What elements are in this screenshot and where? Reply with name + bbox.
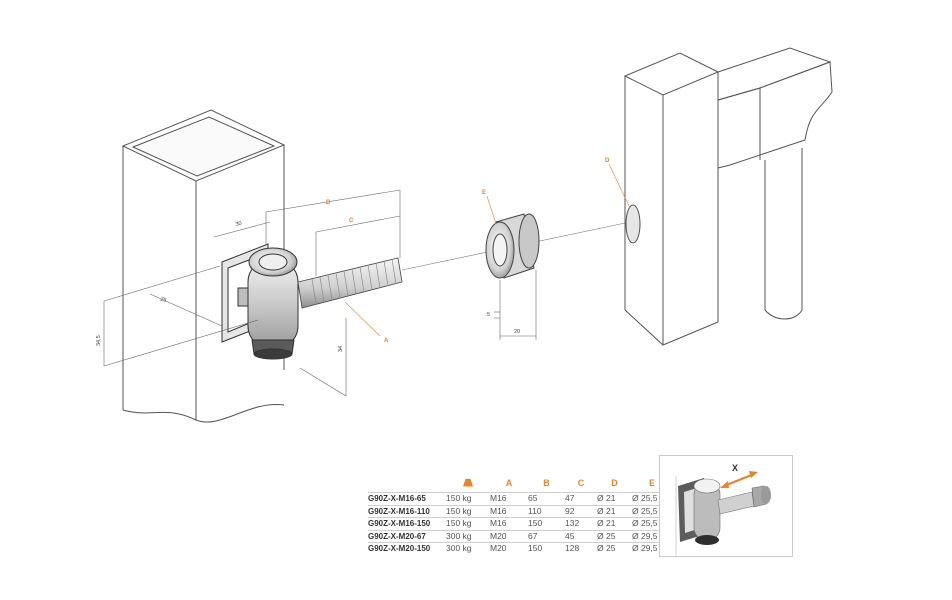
header-model bbox=[368, 477, 446, 493]
dim-34: 34 bbox=[338, 346, 344, 352]
d-cell: Ø 21 bbox=[597, 504, 632, 518]
model-cell: G90Z-X-M16-150 bbox=[368, 517, 446, 531]
dim-30: 30 bbox=[235, 221, 242, 228]
header-load bbox=[446, 477, 490, 493]
header-d: D bbox=[611, 478, 618, 488]
c-cell: 128 bbox=[565, 542, 597, 555]
header-e: E bbox=[648, 478, 655, 488]
dimension-lines bbox=[103, 163, 631, 397]
callout-e: E bbox=[482, 190, 486, 196]
threaded-bolt bbox=[297, 257, 403, 309]
b-cell: 67 bbox=[528, 529, 565, 543]
adjust-arrow-icon bbox=[720, 471, 758, 488]
c-cell: 45 bbox=[565, 529, 597, 543]
inset-label-x: X bbox=[732, 463, 738, 473]
callout-b: B bbox=[326, 200, 331, 206]
c-cell: 132 bbox=[565, 517, 597, 531]
d-cell: Ø 21 bbox=[597, 517, 632, 531]
load-cell: 150 kg bbox=[446, 492, 490, 506]
hinge-bracket bbox=[221, 243, 299, 360]
dimension-labels: 30 25 34,5 34 5 20 bbox=[96, 221, 520, 352]
spec-table-header: A B C D E bbox=[368, 477, 672, 493]
right-post bbox=[623, 47, 833, 346]
load-cell: 150 kg bbox=[446, 517, 490, 531]
adjustment-inset: X bbox=[659, 455, 793, 557]
model-cell: G90Z-X-M20-67 bbox=[368, 529, 446, 543]
d-cell: Ø 25 bbox=[597, 542, 632, 555]
load-cell: 150 kg bbox=[446, 504, 490, 518]
b-cell: 110 bbox=[528, 504, 565, 518]
table-row: G90Z-X-M20-67 300 kg M20 67 45 Ø 25 Ø 29… bbox=[368, 529, 672, 543]
spec-table: A B C D E G90Z-X-M16-65 150 kg M16 65 47… bbox=[368, 477, 672, 555]
a-cell: M20 bbox=[490, 542, 528, 555]
load-cell: 300 kg bbox=[446, 542, 490, 555]
header-a: A bbox=[505, 478, 513, 488]
header-b: B bbox=[543, 478, 550, 488]
callout-a: A bbox=[384, 338, 389, 344]
callout-labels: B C A E D bbox=[326, 158, 610, 344]
d-cell: Ø 21 bbox=[597, 492, 632, 506]
model-cell: G90Z-X-M16-110 bbox=[368, 504, 446, 518]
load-cell: 300 kg bbox=[446, 529, 490, 543]
dim-20: 20 bbox=[514, 329, 520, 335]
model-cell: G90Z-X-M16-65 bbox=[368, 492, 446, 506]
b-cell: 150 bbox=[528, 542, 565, 555]
a-cell: M16 bbox=[490, 504, 528, 518]
left-post bbox=[121, 109, 286, 423]
bushing-ring bbox=[485, 213, 540, 279]
b-cell: 150 bbox=[528, 517, 565, 531]
table-row: G90Z-X-M16-65 150 kg M16 65 47 Ø 21 Ø 25… bbox=[368, 492, 672, 506]
b-cell: 65 bbox=[528, 492, 565, 506]
dim-5: 5 bbox=[487, 312, 490, 318]
a-cell: M16 bbox=[490, 517, 528, 531]
a-cell: M16 bbox=[490, 492, 528, 506]
inset-hinge-image: X bbox=[660, 456, 792, 556]
d-cell: Ø 25 bbox=[597, 529, 632, 543]
model-cell: G90Z-X-M20-150 bbox=[368, 542, 446, 555]
callout-c: C bbox=[349, 218, 354, 224]
a-cell: M20 bbox=[490, 529, 528, 543]
callout-d: D bbox=[605, 158, 610, 164]
table-row: G90Z-X-M16-110 150 kg M16 110 92 Ø 21 Ø … bbox=[368, 504, 672, 518]
weight-icon bbox=[463, 478, 473, 487]
header-c: C bbox=[577, 478, 585, 488]
dim-25: 25 bbox=[159, 296, 167, 304]
c-cell: 47 bbox=[565, 492, 597, 506]
table-row: G90Z-X-M16-150 150 kg M16 150 132 Ø 21 Ø… bbox=[368, 517, 672, 531]
dim-34-5: 34,5 bbox=[96, 335, 102, 346]
table-row: G90Z-X-M20-150 300 kg M20 150 128 Ø 25 Ø… bbox=[368, 542, 672, 555]
c-cell: 92 bbox=[565, 504, 597, 518]
